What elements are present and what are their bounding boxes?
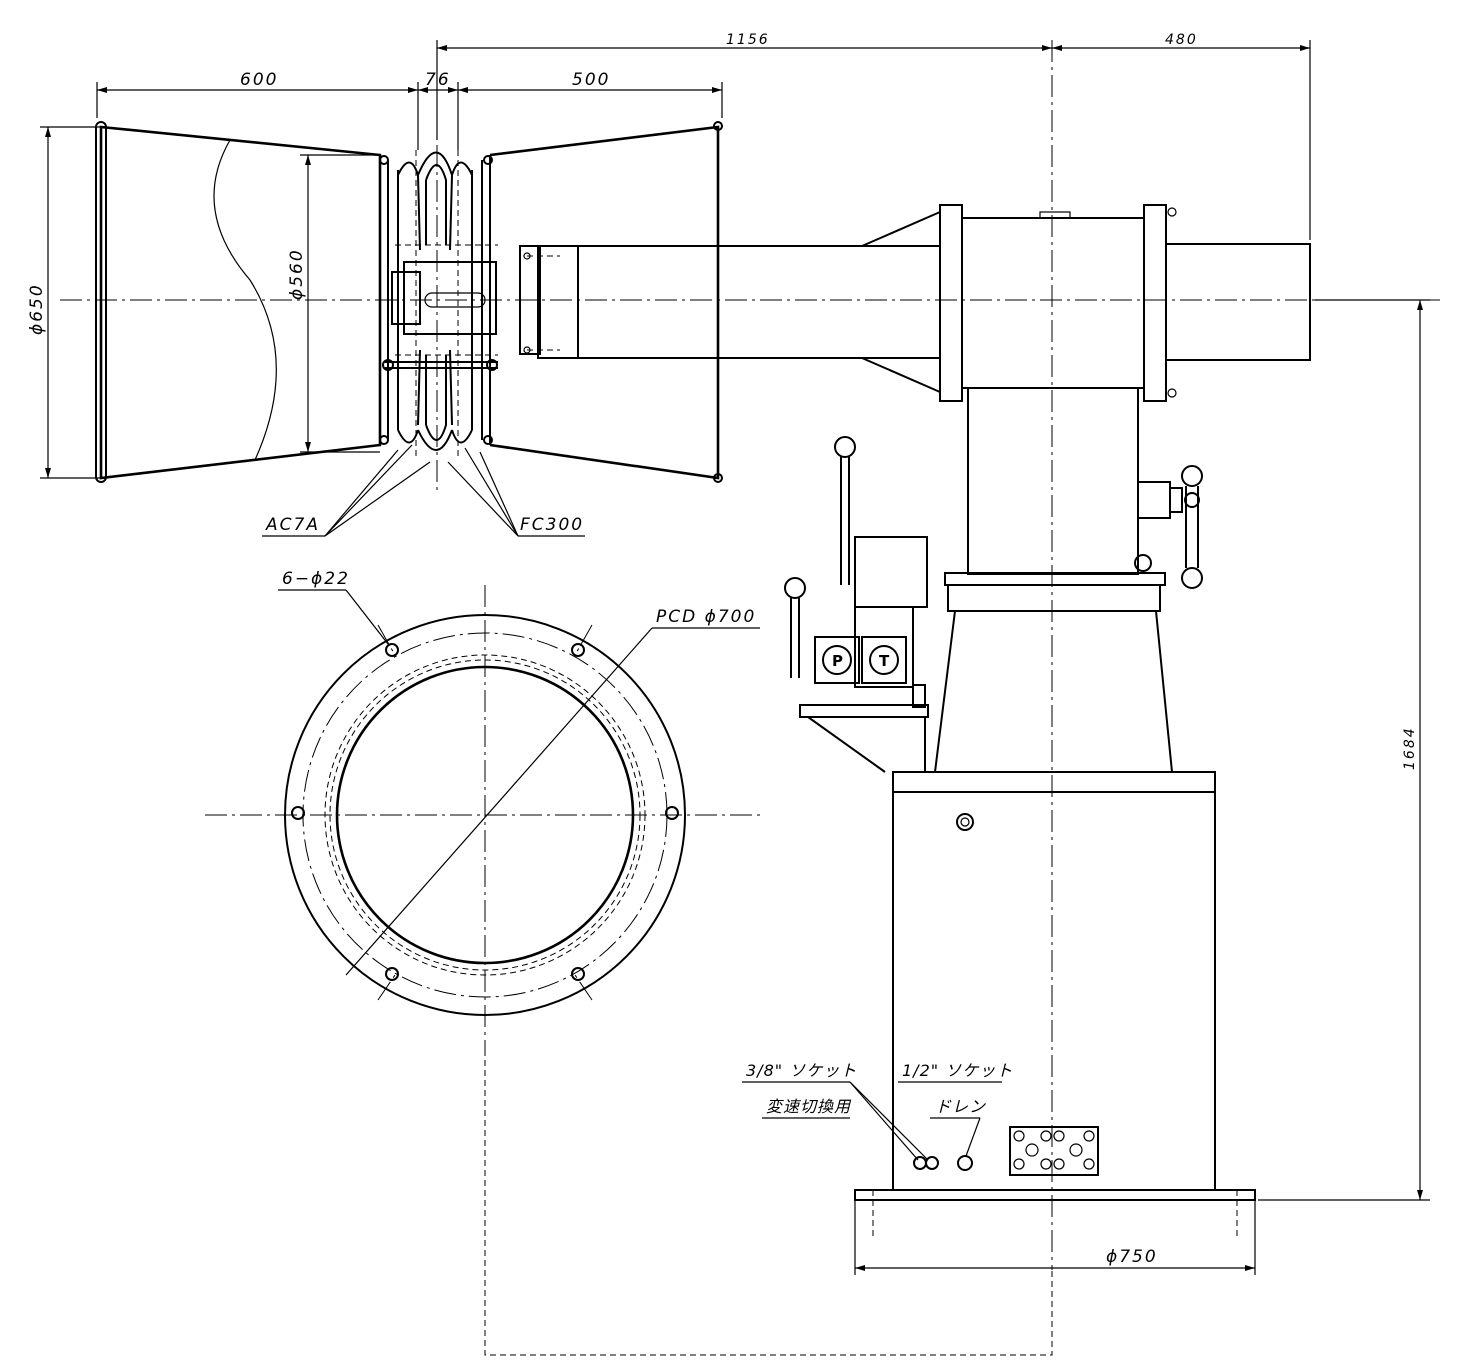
height-dimension: 1684 [1258,299,1430,1201]
label-material-left: AC7A [265,515,320,535]
label-pcd: PCD ϕ700 [656,607,756,627]
dim-overall-width: 1156 [726,32,770,48]
valve-t-label: T [879,652,890,670]
valve-p-label: P [832,652,843,670]
diaphragm-housing [379,110,498,490]
socket-12-use-label: ドレン [935,1097,986,1116]
dim-diaphragm-diameter: ϕ560 [287,248,307,300]
socket-38-use-label: 変速切換用 [766,1097,852,1116]
dim-horn-length: 600 [240,70,278,90]
dim-pipe-extension: 480 [1165,32,1198,48]
horn-assembly: ϕ650 ϕ560 [27,110,1440,537]
label-material-right: FC300 [520,515,584,535]
valve-block: P T [784,436,929,773]
bolt-holes [291,643,679,981]
dim-gap: 76 [425,70,451,90]
dim-horn-diameter: ϕ650 [27,283,47,335]
terminal-holes [1013,1130,1095,1170]
dim-total-height: 1684 [1402,726,1418,770]
dim-base-diameter: ϕ750 [1106,1247,1158,1267]
top-dimensions: 1156 480 600 76 500 [96,32,1311,240]
flange-view: 6−ϕ22 PCD ϕ700 [205,569,1053,1356]
label-holes: 6−ϕ22 [282,569,350,589]
socket-12-label: 1/2" ソケット [902,1061,1013,1080]
base-dimension: ϕ750 [854,1200,1256,1275]
pipe-body [519,40,1311,1270]
socket-38-label: 3/8" ソケット [746,1061,857,1080]
dim-body-length: 500 [572,70,610,90]
base-housing: 3/8" ソケット 変速切換用 1/2" ソケット ドレン [742,771,1256,1240]
